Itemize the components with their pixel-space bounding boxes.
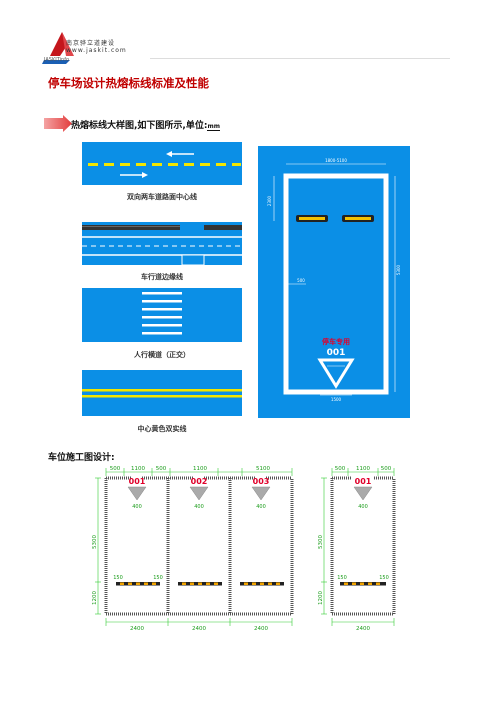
header-divider [150,58,450,59]
subtitle-unit: mm [207,123,220,131]
page-title: 停车场设计热熔标线标准及性能 [48,76,209,90]
single-height-dim: 5300 [318,535,324,549]
space-number-1: 001 [129,477,146,486]
detail-bottom-dim: 1500 [331,397,342,402]
wheel-stop-right [342,215,374,222]
logo-url: www.jaskit.com [66,47,127,54]
top-dim-1: 500 [110,466,121,472]
height-dim: 5300 [92,535,98,549]
top-dim-labels: 500 1100 500 1100 5100 [110,466,271,472]
single-space-number: 001 [355,477,372,486]
arrow-right-icon [44,115,72,132]
wheel-stops [116,582,284,586]
logo-brand-small: JASKITinfo [44,57,70,63]
parking-space-detail: 1800-5100 2300 5300 500 停车专用 001 1500 [258,146,410,418]
detail-top-dim: 1800-5100 [325,158,347,163]
cad-drawing-three-spaces: 500 1100 500 1100 5100 5300 1200 001 002… [92,466,294,632]
cad-drawing-single-space: 500 1100 500 5300 1200 001 400 150 150 2… [318,466,396,632]
single-top-dim-1: 500 [335,466,346,472]
single-top-dim-2: 1100 [356,466,370,472]
top-dim-3: 500 [156,466,167,472]
small-dim-3: 400 [256,504,266,510]
single-small-dim: 400 [358,504,368,510]
space-width-1: 2400 [130,626,144,632]
sample-edge-line [82,222,242,265]
space-number-3: 003 [253,477,270,486]
small-dim-2: 400 [194,504,204,510]
stop-dim-left: 150 [113,575,123,581]
space-number-2: 002 [191,477,208,486]
sample-double-yellow [82,370,242,416]
caption-center-line: 双向两车道路面中心线 [127,193,197,201]
section-title-drawing: 车位施工图设计: [48,453,115,463]
single-lower-dim: 1200 [318,591,324,605]
stop-dim-right: 150 [153,575,163,581]
detail-right-dim: 5300 [396,264,401,275]
detail-number: 001 [327,348,346,358]
top-dim-5: 5100 [256,466,270,472]
caption-edge-line: 车行道边缘线 [141,273,183,281]
caption-crosswalk: 人行横道（正交） [134,351,190,359]
arrow-left-icon [166,151,194,157]
caption-double-yellow: 中心黄色双实线 [137,425,187,433]
triangle-marker [317,358,355,389]
lower-dim: 1200 [92,591,98,605]
company-logo [42,32,74,64]
detail-label: 停车专用 [322,337,350,346]
small-dim-1: 400 [132,504,142,510]
top-dim-2: 1100 [131,466,145,472]
wheel-stop-left [296,215,328,222]
single-top-dim-3: 500 [381,466,392,472]
top-dim-4: 1100 [193,466,207,472]
section-subtitle: 热熔标线大样图,如下图所示,单位:mm [71,118,220,131]
space-width-2: 2400 [192,626,206,632]
single-stop-dim-left: 150 [337,575,347,581]
space-width-3: 2400 [254,626,268,632]
single-width-dim: 2400 [356,626,370,632]
sample-center-dashed-line [82,142,242,185]
arrow-right-icon [120,172,148,178]
logo-company-name: 南京骅立道建设 [66,40,116,47]
subtitle-text: 热熔标线大样图,如下图所示,单位: [71,121,208,131]
detail-mid-dim: 500 [297,278,305,283]
sample-crosswalk [82,288,242,342]
detail-left-dim: 2300 [267,195,272,206]
single-stop-dim-right: 150 [379,575,389,581]
